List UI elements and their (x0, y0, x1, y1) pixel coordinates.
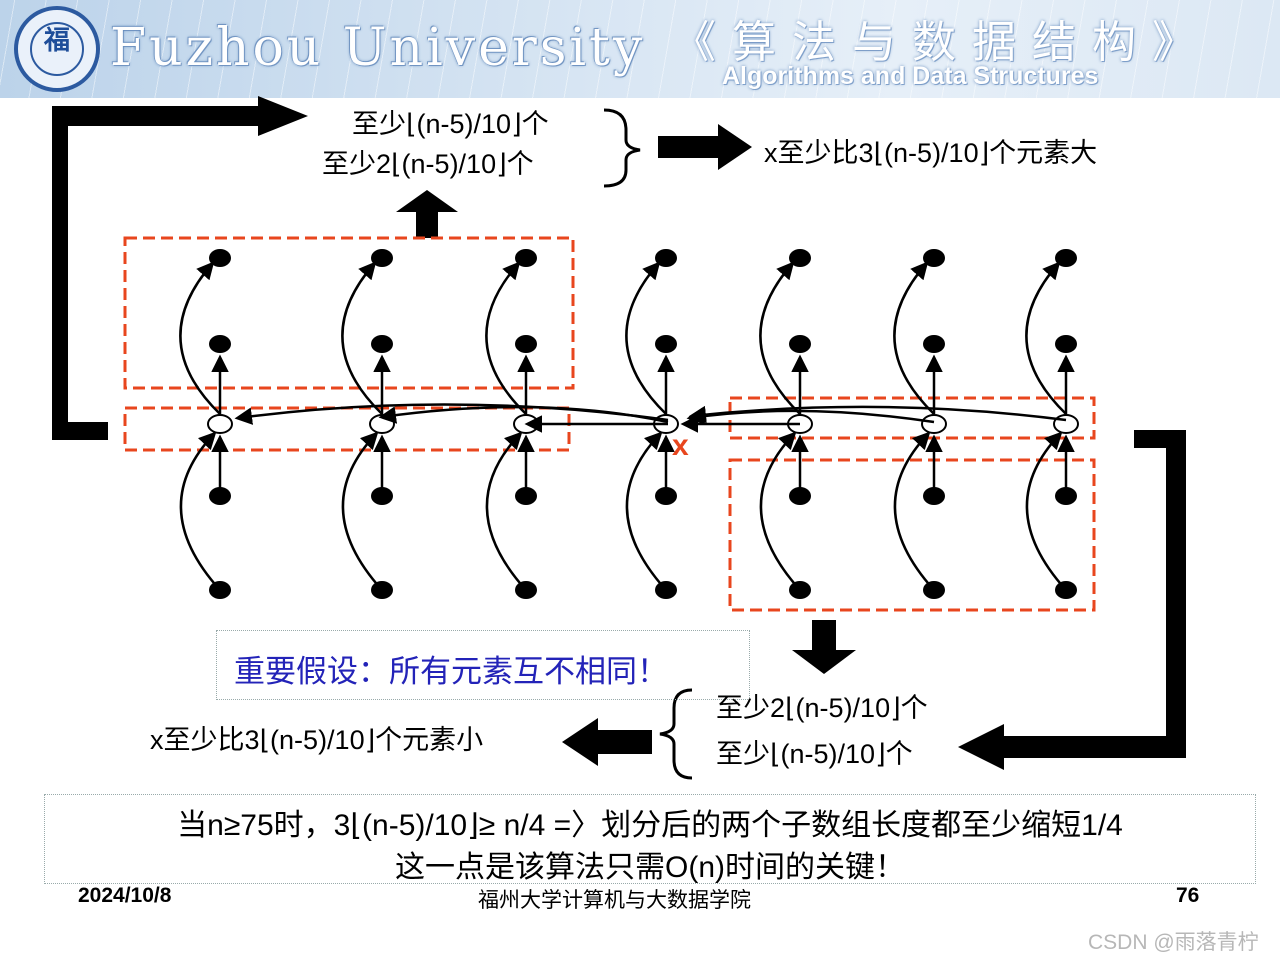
left-bracket-arrow (52, 96, 308, 440)
course-title-en: Algorithms and Data Structures (722, 62, 1099, 90)
element-node (655, 487, 677, 505)
arrow-mid-to-top (625, 261, 667, 415)
group-box-median-right (728, 396, 1096, 440)
element-column-7 (1025, 249, 1079, 599)
arrow-bottom-to-mid (485, 431, 527, 591)
element-node (1055, 487, 1077, 505)
course-title-cn: 《算法与数据结构》 (672, 17, 1212, 68)
element-node (515, 581, 537, 599)
top-conclusion: x至少比3⌊(n-5)/10⌋个元素大 (764, 138, 1098, 168)
median-node (921, 414, 947, 434)
element-column-4 (625, 249, 679, 599)
element-node (923, 335, 945, 353)
arrow-bottom-to-mid (179, 431, 221, 591)
element-node (209, 335, 231, 353)
element-node (789, 335, 811, 353)
arrow-bottom-to-mid (625, 431, 667, 591)
footer-school: 福州大学计算机与大数据学院 (478, 888, 751, 912)
element-node (209, 487, 231, 505)
footer-date: 2024/10/8 (78, 884, 172, 907)
right-arrow-top (658, 124, 752, 170)
watermark: CSDN @雨落青柠 (1088, 931, 1259, 954)
median-node (369, 414, 395, 434)
element-node (655, 249, 677, 267)
left-arrow-bottom (562, 718, 652, 766)
seal-inner-ring (30, 22, 84, 76)
bottom-conclusion: x至少比3⌊(n-5)/10⌋个元素小 (150, 725, 484, 755)
arrow-mid-to-top (759, 261, 801, 415)
group-box-bottom-right (728, 458, 1096, 612)
assumption-text: 重要假设：所有元素互不相同！ (234, 654, 668, 690)
group-box-median-left (123, 406, 571, 452)
median-chain (234, 403, 1067, 433)
header-pattern (0, 0, 1280, 98)
arrow-mid-to-top (341, 261, 383, 415)
element-node (923, 249, 945, 267)
bottom-count-label-1: 至少2⌊(n-5)/10⌋个 (716, 693, 928, 723)
element-node (655, 581, 677, 599)
right-bracket-arrow (958, 430, 1186, 770)
element-column-1 (179, 249, 233, 599)
arrow-bottom-to-mid (759, 431, 801, 591)
element-node (1055, 581, 1077, 599)
arrow-bottom-to-mid (893, 431, 935, 591)
element-column-5 (759, 249, 813, 599)
top-count-label-2: 至少2⌊(n-5)/10⌋个 (322, 149, 534, 179)
element-column-6 (893, 249, 947, 599)
arrow-bottom-to-mid (1025, 431, 1067, 591)
arrow-mid-to-top (485, 261, 527, 415)
element-node (515, 335, 537, 353)
up-arrow (396, 190, 458, 238)
element-node (371, 249, 393, 267)
seal-glyph: 福 (43, 26, 70, 56)
element-node (1055, 335, 1077, 353)
university-seal-icon: 福 (14, 6, 100, 92)
element-node (209, 581, 231, 599)
element-node (789, 487, 811, 505)
group-box-top-left (123, 236, 575, 390)
median-x-label: x (672, 429, 689, 462)
university-name: Fuzhou University (110, 18, 646, 78)
element-node (371, 487, 393, 505)
top-brace (603, 108, 641, 188)
bottom-count-label-2: 至少⌊(n-5)/10⌋个 (716, 739, 913, 769)
assumption-box (216, 630, 750, 700)
element-column-2 (341, 249, 395, 599)
summary-line-2: 这一点是该算法只需O(n)时间的关键！ (395, 851, 905, 884)
element-node (209, 249, 231, 267)
down-arrow (792, 620, 856, 674)
page-number: 76 (1176, 884, 1200, 907)
element-node (655, 335, 677, 353)
element-node (789, 581, 811, 599)
top-count-label-1: 至少⌊(n-5)/10⌋个 (352, 109, 549, 139)
arrow-mid-to-top (893, 261, 935, 415)
summary-box (44, 794, 1256, 884)
bottom-brace (659, 688, 693, 780)
element-node (789, 249, 811, 267)
arrow-bottom-to-mid (341, 431, 383, 591)
element-node (1055, 249, 1077, 267)
element-node (923, 581, 945, 599)
element-node (515, 487, 537, 505)
element-column-3 (485, 249, 539, 599)
element-node (515, 249, 537, 267)
median-node (207, 414, 233, 434)
element-columns (179, 249, 1079, 599)
element-node (371, 581, 393, 599)
header-banner: 福 Fuzhou University 《算法与数据结构》 Algorithms… (0, 0, 1280, 98)
element-node (923, 487, 945, 505)
arrow-mid-to-top (1025, 261, 1067, 415)
element-node (371, 335, 393, 353)
arrow-mid-to-top (179, 261, 221, 415)
summary-line-1: 当n≥75时，3⌊(n-5)/10⌋≥ n/4 =〉划分后的两个子数组长度都至少… (177, 809, 1123, 842)
